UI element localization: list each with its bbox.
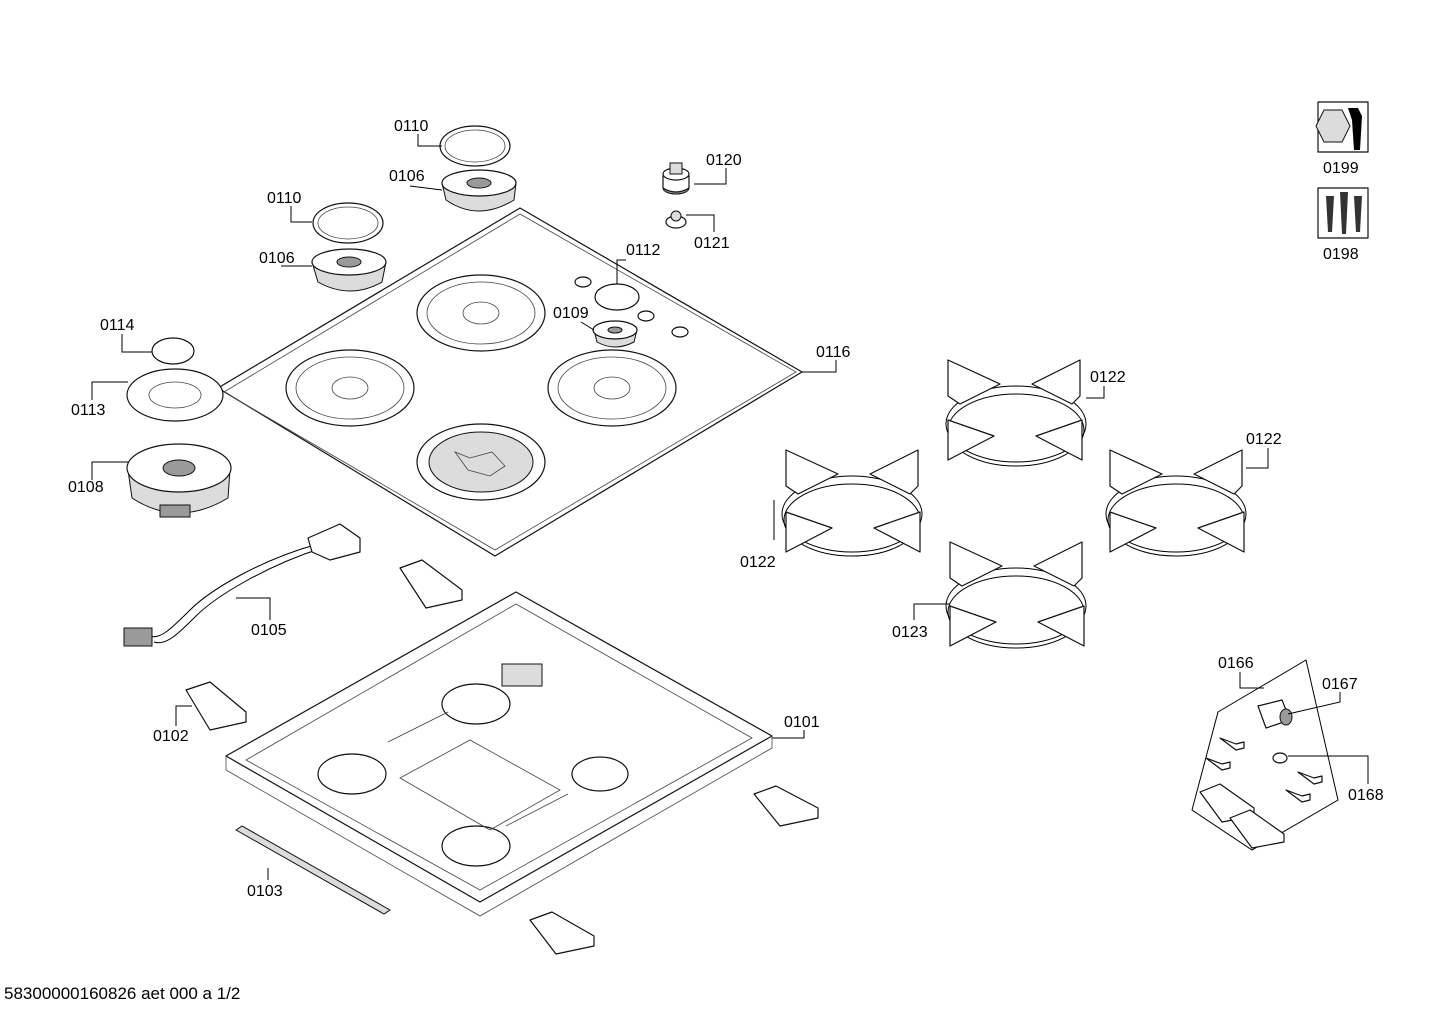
label-0122-left: 0122: [740, 554, 776, 571]
label-0167: 0167: [1322, 676, 1358, 693]
document-id: 58300000160826 aet 000 a 1/2: [4, 984, 240, 1003]
leader-lines: [91, 134, 1369, 880]
power-cable-0105: [123, 523, 361, 647]
part-labels: 0110 0106 0120 0121 0110 0106 0112 0109 …: [68, 118, 1384, 900]
wrench-nut-icon: [1315, 101, 1369, 153]
label-0123: 0123: [892, 624, 928, 641]
pan-support-0122-right: [1105, 449, 1247, 557]
label-0108: 0108: [68, 479, 104, 496]
screw-set-icon: [1317, 187, 1369, 239]
label-0116: 0116: [816, 344, 851, 361]
bracket-right: [753, 785, 819, 827]
burner-head-0109: [592, 320, 638, 348]
label-0168: 0168: [1348, 787, 1384, 804]
label-0122-top: 0122: [1090, 369, 1126, 386]
label-0110-left: 0110: [267, 190, 302, 207]
label-0122-right: 0122: [1246, 431, 1282, 448]
burner-head-0106-upper: [441, 169, 517, 212]
burner-cap-0110-left: [312, 202, 384, 244]
label-0103: 0103: [247, 883, 283, 900]
label-0106-left: 0106: [259, 250, 295, 267]
control-knob-0120: [662, 162, 690, 195]
bottom-tray: [225, 591, 773, 917]
label-0101: 0101: [784, 714, 820, 731]
pan-support-0122-left: [781, 449, 923, 557]
label-0102: 0102: [153, 728, 189, 745]
label-0120: 0120: [706, 152, 742, 169]
label-0106-upper: 0106: [389, 168, 425, 185]
bracket-bottom: [529, 911, 595, 955]
burner-cap-0110-upper: [439, 125, 511, 167]
label-0110-upper: 0110: [394, 118, 429, 135]
burner-ring-0113: [126, 368, 224, 422]
burner-base-0108: [126, 443, 232, 518]
burner-cap-0114: [151, 337, 195, 365]
label-0105: 0105: [251, 622, 287, 639]
hob-top-plate: [217, 207, 803, 557]
label-0114: 0114: [100, 317, 135, 334]
pan-support-0122-top: [945, 359, 1087, 467]
seal-strip-0103: [235, 825, 391, 915]
label-0112: 0112: [626, 242, 661, 259]
bracket-top: [399, 559, 463, 609]
label-0199: 0199: [1323, 160, 1359, 177]
pan-support-0123-bottom: [945, 541, 1087, 649]
accessory-kit-0166: [1191, 659, 1339, 851]
label-0109: 0109: [553, 305, 589, 322]
label-0113: 0113: [71, 402, 106, 419]
label-0121: 0121: [694, 235, 730, 252]
burner-cap-0112: [594, 283, 640, 311]
label-0198: 0198: [1323, 246, 1359, 263]
burner-head-0106-left: [311, 248, 387, 292]
label-0166: 0166: [1218, 655, 1254, 672]
bracket-0102-left: [185, 681, 247, 731]
knob-seal-0121: [665, 210, 687, 229]
